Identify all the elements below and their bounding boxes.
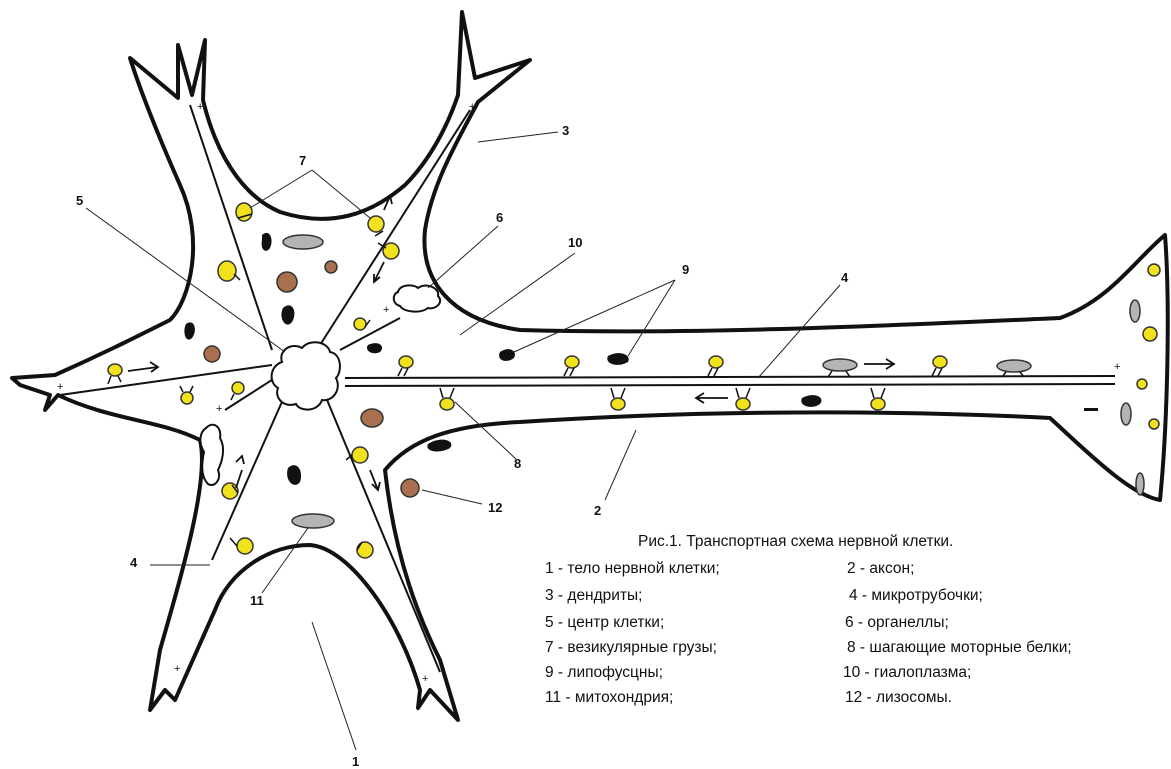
lysosome <box>277 272 297 292</box>
label-2: 2 <box>594 503 601 518</box>
label-5: 5 <box>76 193 83 208</box>
vesicle <box>108 364 122 376</box>
label-8: 8 <box>514 456 521 471</box>
legend-item: 5 - центр клетки; <box>545 614 664 632</box>
vesicle <box>357 542 373 558</box>
lysosome <box>204 346 220 362</box>
lipofuscin <box>427 440 451 452</box>
organelle <box>394 285 440 311</box>
vesicle <box>218 261 236 281</box>
lipofuscin <box>1084 408 1098 411</box>
plus-mark: + <box>383 304 389 316</box>
label-12: 12 <box>488 500 502 515</box>
legend-item: 2 - аксон; <box>847 560 914 578</box>
plus-mark: + <box>1114 361 1120 373</box>
label-9: 9 <box>682 262 689 277</box>
vesicle <box>565 356 579 368</box>
plus-mark: + <box>422 673 428 685</box>
plus-mark: + <box>174 663 180 675</box>
vesicle <box>1149 419 1159 429</box>
legend-item: 12 - лизосомы. <box>845 689 952 707</box>
vesicle <box>368 216 384 232</box>
vesicle <box>1148 264 1160 276</box>
mitochondrion <box>283 235 323 249</box>
legend-item: 9 - липофусцны; <box>545 664 663 682</box>
label-4-axon: 4 <box>841 270 849 285</box>
vesicle <box>399 356 413 368</box>
lipofuscin <box>607 353 628 365</box>
legend-item: 11 - митохондрия; <box>545 689 673 707</box>
label-4-dendrite: 4 <box>130 555 138 570</box>
plus-mark: + <box>197 101 203 113</box>
mitochondrion <box>1121 403 1131 425</box>
vesicle <box>440 398 454 410</box>
vesicle <box>181 392 193 404</box>
legend-item: 8 - шагающие моторные белки; <box>847 639 1072 657</box>
plus-mark: + <box>469 101 475 113</box>
vesicle <box>1143 327 1157 341</box>
label-3: 3 <box>562 123 569 138</box>
label-11: 11 <box>250 593 264 608</box>
mitochondrion <box>823 359 857 371</box>
legend-item: 4 - микротрубочки; <box>849 587 983 605</box>
vesicle <box>1137 379 1147 389</box>
cell-center <box>272 342 340 409</box>
vesicle <box>933 356 947 368</box>
label-7: 7 <box>299 153 306 168</box>
mitochondrion <box>997 360 1031 372</box>
label-6: 6 <box>496 210 503 225</box>
vesicle <box>736 398 750 410</box>
mitochondrion <box>1130 300 1140 322</box>
caption-title: Рис.1. Транспортная схема нервной клетки… <box>638 533 953 551</box>
vesicle <box>611 398 625 410</box>
plus-mark: + <box>216 403 222 415</box>
vesicle <box>232 382 244 394</box>
legend-item: 1 - тело нервной клетки; <box>545 560 720 578</box>
label-1: 1 <box>352 754 359 769</box>
mitochondrion <box>292 514 334 528</box>
lysosome <box>401 479 419 497</box>
label-10: 10 <box>568 235 582 250</box>
legend-item: 3 - дендриты; <box>545 587 643 605</box>
vesicle <box>354 318 366 330</box>
legend-item: 6 - органеллы; <box>845 614 949 632</box>
mitochondrion <box>1136 473 1144 495</box>
plus-mark: + <box>57 381 63 393</box>
vesicle <box>383 243 399 259</box>
lysosome <box>361 409 383 427</box>
vesicle <box>871 398 885 410</box>
legend-item: 10 - гиалоплазма; <box>843 664 971 682</box>
organelle <box>200 425 223 485</box>
vesicle <box>352 447 368 463</box>
vesicle <box>237 538 253 554</box>
vesicle <box>709 356 723 368</box>
lysosome <box>325 261 337 273</box>
legend-item: 7 - везикулярные грузы; <box>545 639 717 657</box>
